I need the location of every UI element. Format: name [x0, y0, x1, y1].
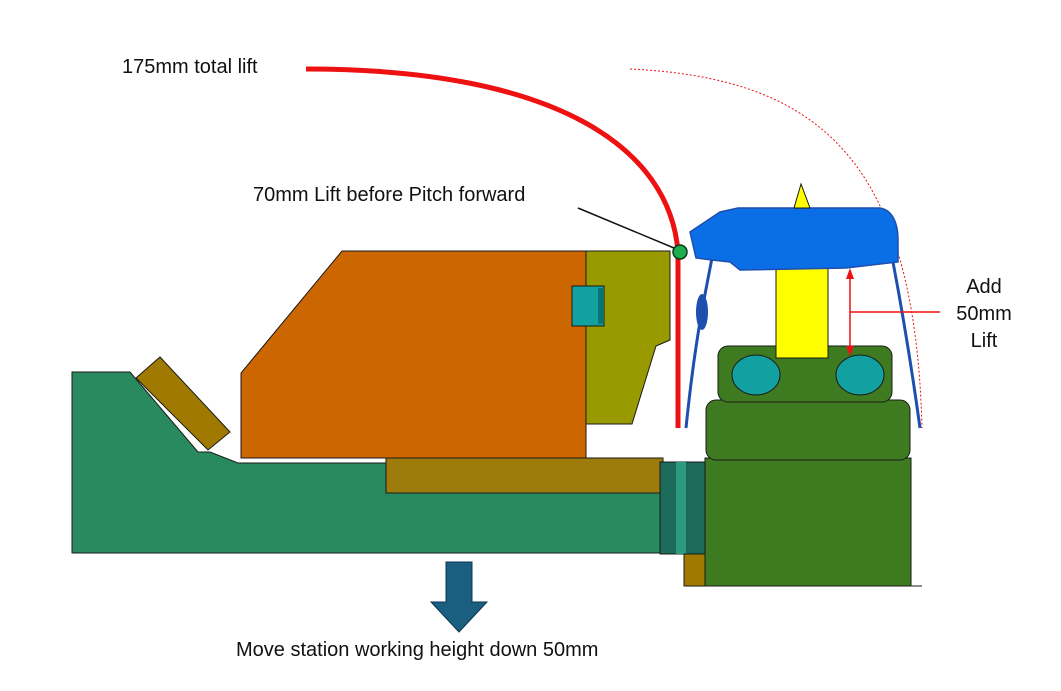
gripper-leg-right	[891, 261, 922, 429]
down-arrow-icon	[429, 561, 489, 633]
station-hole-right	[835, 354, 885, 396]
add-lift-line-1: Add	[966, 276, 1002, 298]
connector-highlight	[676, 462, 686, 554]
station-mid	[705, 399, 911, 461]
top-triangle-marker	[793, 182, 811, 209]
swing-arc-dotted	[629, 68, 923, 429]
side-plate	[585, 250, 671, 425]
add-lift-line-3: Lift	[970, 330, 998, 352]
lift-before-pitch-label: 70mm Lift before Pitch forward	[253, 184, 526, 206]
slide-plate	[385, 457, 664, 494]
foot-block	[683, 553, 707, 587]
station-lower	[704, 457, 912, 587]
total-lift-label: 175mm total lift	[122, 56, 258, 78]
pivot-marker	[672, 244, 688, 260]
gripper-head	[689, 207, 899, 271]
lift-path	[305, 66, 681, 428]
teal-block-face	[598, 288, 604, 324]
move-station-label: Move station working height down 50mm	[236, 639, 599, 661]
gripper-leg-left	[684, 257, 714, 429]
yellow-column	[775, 267, 829, 359]
pivot-leader-line	[577, 207, 675, 249]
angled-wedge	[135, 356, 231, 451]
main-body	[240, 250, 587, 459]
up-arrow-icon	[846, 268, 854, 279]
lift-arrow-bottom-head	[846, 346, 854, 356]
add-lift-line-2: 50mm	[956, 303, 1012, 325]
add-lift-label: Add 50mm Lift	[936, 274, 1032, 355]
station-hole-left	[731, 354, 781, 396]
gripper-knuckle	[696, 294, 708, 330]
